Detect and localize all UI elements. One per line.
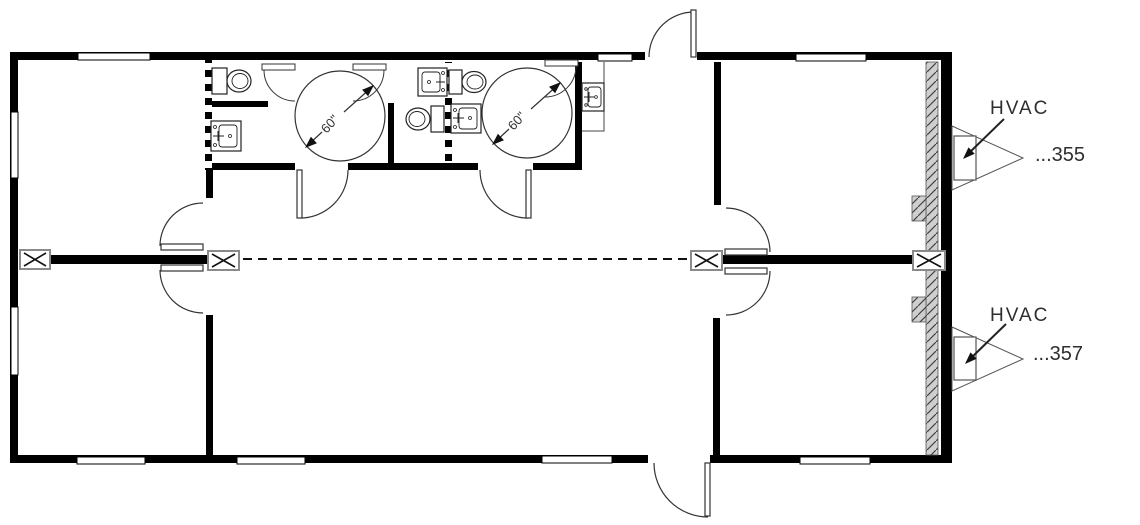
exterior-door-bottom xyxy=(653,462,711,518)
wall-panel-leaf xyxy=(352,63,387,71)
door-leaf xyxy=(724,267,768,275)
door-leaf xyxy=(160,264,204,272)
door-leaf xyxy=(525,169,532,219)
restroom-wall-panels xyxy=(261,59,579,102)
dim-arrowhead-sw xyxy=(492,133,504,145)
hvac-2-label: HVAC xyxy=(990,305,1049,326)
restroom1-plumbing-wall xyxy=(205,60,212,170)
door-swing-arc xyxy=(725,270,771,316)
door-swing-arc xyxy=(299,169,349,219)
wall-right xyxy=(941,52,952,463)
door-swing-arc xyxy=(479,169,529,219)
fixtures xyxy=(210,62,605,152)
turning-circle-2: 60" xyxy=(481,67,573,159)
window-top-3 xyxy=(795,53,867,62)
restroom2-east-wall xyxy=(575,62,582,170)
door-swing-arc xyxy=(653,462,709,518)
hvac-unit-1: HVAC ...355 xyxy=(951,98,1085,191)
hvac-pointer-arrowhead xyxy=(965,352,977,364)
hvac-pointer-line xyxy=(969,323,1007,360)
door-swing-arc xyxy=(648,11,695,58)
wall-bottom-left xyxy=(10,455,648,463)
restroom-south-wall-2 xyxy=(348,163,478,170)
restroom2-door xyxy=(479,169,532,219)
hvac-1-ref: ...355 xyxy=(1035,144,1085,166)
hatched-pilaster-upper xyxy=(911,195,927,222)
door-swing-arc xyxy=(159,269,204,314)
dim-arrowhead-ne xyxy=(362,85,374,97)
door-leaf xyxy=(690,9,697,58)
hvac-2-ref: ...357 xyxy=(1033,343,1083,365)
wall-top-left xyxy=(10,52,645,60)
wall-panel-leaf xyxy=(261,63,296,71)
wall-panel-leaf xyxy=(544,59,579,67)
toilet-2 xyxy=(448,69,487,95)
sink-4 xyxy=(581,82,605,112)
window-top-1 xyxy=(77,52,151,61)
hvac-unit-2: HVAC ...357 xyxy=(951,305,1083,392)
sink-2 xyxy=(417,67,448,97)
dim-arrowhead-sw xyxy=(305,136,317,148)
left-partition-upper-stub xyxy=(206,170,213,198)
tie-down-4 xyxy=(912,250,946,271)
hvac-pointer-arrowhead xyxy=(963,147,975,159)
window-bottom-3 xyxy=(541,455,613,464)
door-swing-arc xyxy=(159,202,204,247)
tie-down-1 xyxy=(19,249,51,270)
left-partition-lower xyxy=(206,315,213,455)
restroom-divider-wall xyxy=(388,103,394,170)
double-door-left xyxy=(159,202,204,314)
window-bottom-2 xyxy=(236,456,306,465)
turning-circle-1: 60" xyxy=(294,70,386,162)
door-leaf xyxy=(296,169,303,219)
restroom-south-wall-3 xyxy=(533,163,582,170)
dim-arrowhead-ne xyxy=(549,82,561,94)
hvac-pointer-line xyxy=(967,118,1005,155)
door-leaf xyxy=(160,243,204,251)
hvac-1-label: HVAC xyxy=(990,98,1049,119)
door-swing-arc xyxy=(725,207,771,253)
door-leaf xyxy=(704,462,711,517)
panel-swing-arc xyxy=(352,69,385,102)
wall-left xyxy=(10,52,18,463)
window-bottom-1 xyxy=(76,456,146,465)
right-partition-upper xyxy=(714,62,721,205)
mid-wall-right xyxy=(722,255,913,264)
sink-1 xyxy=(210,120,242,152)
tie-down-2 xyxy=(207,250,240,271)
double-door-right xyxy=(724,207,771,316)
panel-swing-arc xyxy=(263,69,296,102)
interior-walls xyxy=(50,62,913,455)
plumbing-walls xyxy=(205,60,452,170)
right-partition-lower xyxy=(713,318,720,455)
hatched-pilaster-lower xyxy=(911,296,927,323)
restroom-south-wall-1 xyxy=(208,163,295,170)
panel-swing-arc xyxy=(544,65,577,98)
restroom1-fixture-divider xyxy=(208,101,268,107)
restroom2-plumbing-wall xyxy=(445,62,452,162)
restroom1-door xyxy=(296,169,349,219)
windows xyxy=(10,52,871,465)
tie-down-symbols xyxy=(19,249,946,271)
window-bottom-4 xyxy=(799,456,871,465)
sink-3 xyxy=(450,103,482,134)
toilet-1 xyxy=(211,67,252,95)
window-left-1 xyxy=(10,111,19,179)
window-top-2 xyxy=(597,53,633,62)
tie-down-3 xyxy=(690,250,723,271)
toilet-3 xyxy=(405,105,445,133)
exterior-door-top xyxy=(648,9,697,58)
door-leaf xyxy=(724,248,768,256)
mid-wall-left xyxy=(50,255,208,264)
window-left-2 xyxy=(10,306,19,376)
